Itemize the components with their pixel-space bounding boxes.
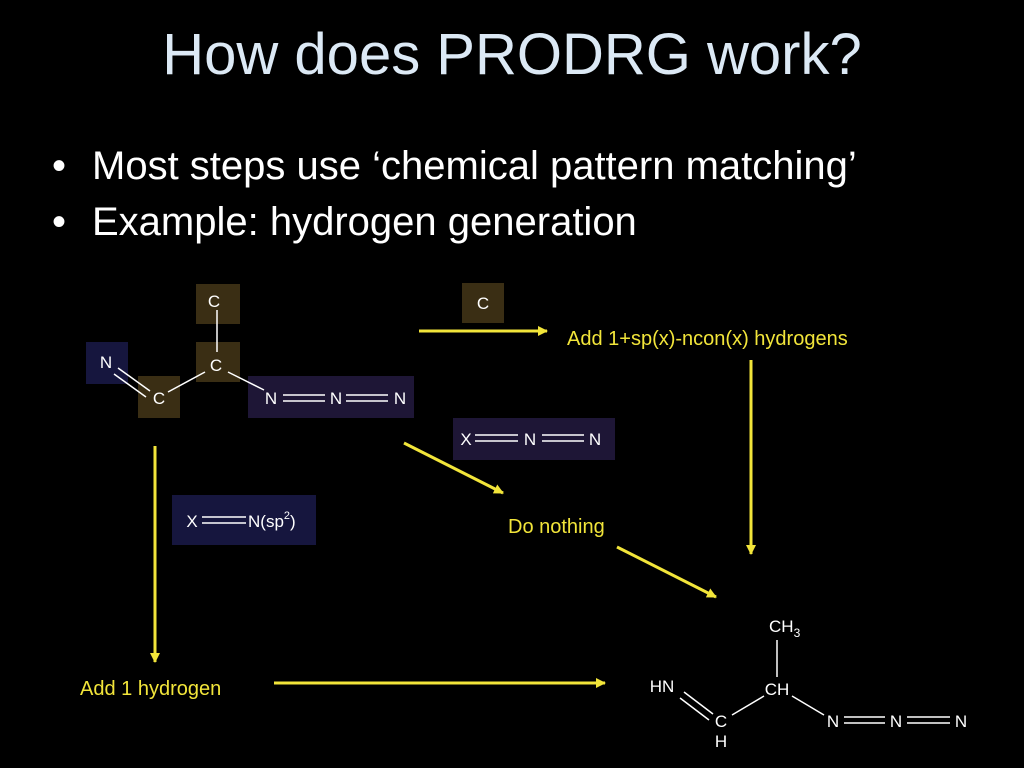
slide-title: How does PRODRG work? <box>162 22 862 87</box>
pattern-box <box>462 283 504 323</box>
pattern-atom-n: N <box>589 430 601 449</box>
atom-carbon-left: C <box>153 389 165 408</box>
bond-single <box>227 371 265 391</box>
bullet-text: Most steps use ‘chemical pattern matchin… <box>92 144 857 188</box>
atom-methyl: CH3 <box>769 617 801 640</box>
bullet-icon: • <box>52 144 67 188</box>
atom-nitrogen-1: N <box>827 712 839 731</box>
pattern-atom-n: N <box>524 430 536 449</box>
atom-ch: CH <box>765 680 790 699</box>
pattern-atom-x: X <box>460 430 471 449</box>
bond-double <box>117 367 151 392</box>
bond-double <box>679 697 710 721</box>
pattern-atom-x: X <box>186 512 197 531</box>
label-add-hydrogens: Add 1+sp(x)-ncon(x) hydrogens <box>567 328 848 350</box>
atom-nitrogen-2: N <box>890 712 902 731</box>
atom-nitrogen-left: N <box>100 353 112 372</box>
bond-double <box>683 691 714 715</box>
pattern-carbon-atom: C <box>477 294 489 313</box>
atom-nitrogen-2: N <box>330 389 342 408</box>
pattern-azide: X N N <box>453 418 615 460</box>
atom-nitrogen-1: N <box>265 389 277 408</box>
pattern-box <box>172 495 316 545</box>
arrow-diagonal <box>616 545 717 599</box>
bond-single <box>731 695 765 716</box>
azide-highlight-box <box>248 376 414 418</box>
pattern-atom-n-sp2: N(sp2) <box>248 510 296 531</box>
arrow-diagonal <box>403 441 504 495</box>
bullet-icon: • <box>52 200 67 244</box>
atom-carbon: C <box>715 712 727 731</box>
bullet-text: Example: hydrogen generation <box>92 200 637 244</box>
atom-hydrogen: H <box>715 732 727 751</box>
label-do-nothing: Do nothing <box>508 516 605 538</box>
flow-arrows <box>150 326 756 688</box>
bullet-item: • Example: hydrogen generation <box>52 194 857 250</box>
pattern-carbon: C <box>462 283 504 323</box>
bullet-list: • Most steps use ‘chemical pattern matchi… <box>52 138 857 250</box>
bond-single <box>167 371 206 393</box>
atom-carbon-center: C <box>210 356 222 375</box>
pattern-sp2-nitrogen: X N(sp2) <box>172 495 316 545</box>
label-add-one-hydrogen: Add 1 hydrogen <box>80 678 221 700</box>
atom-nitrogen-3: N <box>955 712 967 731</box>
carbon-highlight-box <box>196 342 240 382</box>
bond-double <box>113 373 147 398</box>
carbon-highlight-box <box>196 284 240 324</box>
pattern-box <box>453 418 615 460</box>
bullet-item: • Most steps use ‘chemical pattern matchi… <box>52 138 857 194</box>
product-molecule: CH3 CH HN C H N N N <box>650 617 967 751</box>
nitrogen-highlight-box <box>86 342 128 384</box>
atom-nitrogen-3: N <box>394 389 406 408</box>
atom-imine-hn: HN <box>650 677 675 696</box>
input-molecule: C C C N N N N <box>86 284 414 418</box>
bond-single <box>791 695 825 716</box>
atom-carbon-top: C <box>208 292 220 311</box>
